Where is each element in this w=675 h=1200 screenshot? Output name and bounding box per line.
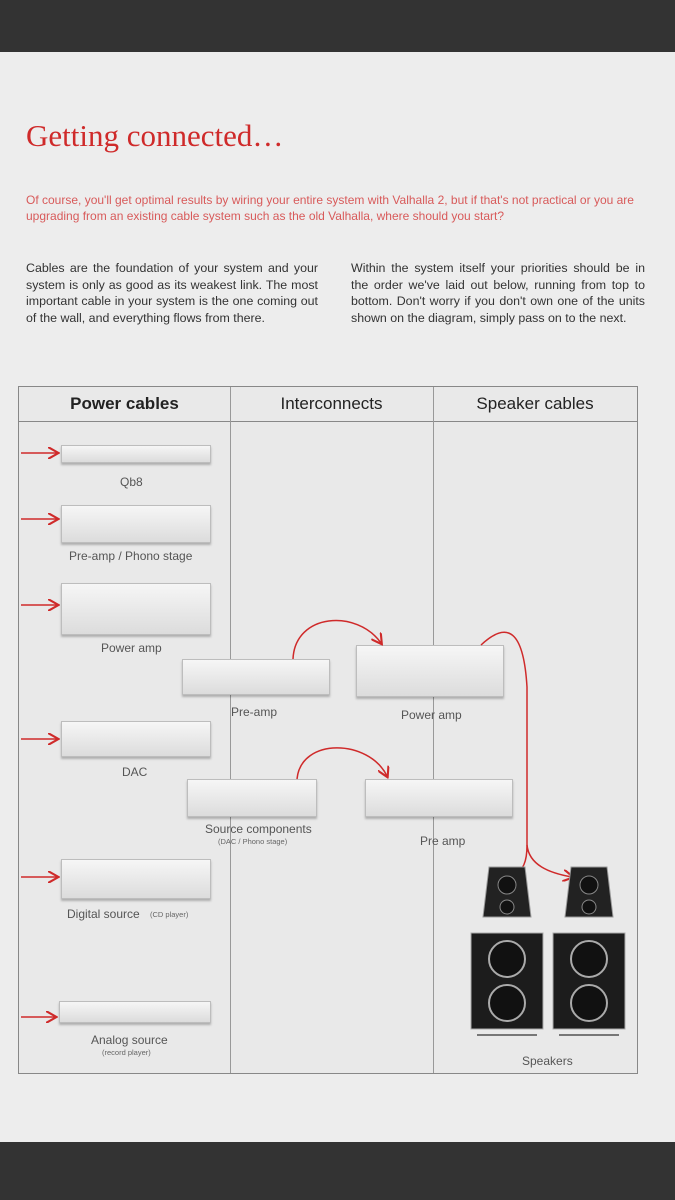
connection-diagram: Power cables Interconnects Speaker cable… bbox=[18, 386, 638, 1074]
bottom-background bbox=[0, 1142, 675, 1200]
top-background bbox=[0, 0, 675, 52]
speaker-cable-left bbox=[481, 632, 527, 880]
page-title: Getting connected… bbox=[26, 118, 283, 154]
body-left-column: Cables are the foundation of your system… bbox=[26, 260, 318, 326]
speaker-cable-right bbox=[527, 845, 572, 877]
interconnect-curve-2 bbox=[297, 748, 387, 779]
speaker-right bbox=[553, 867, 625, 1035]
body-right-column: Within the system itself your priorities… bbox=[351, 260, 645, 326]
intro-text: Of course, you'll get optimal results by… bbox=[26, 192, 646, 224]
diagram-graphics bbox=[19, 387, 637, 1073]
speaker-left bbox=[471, 867, 543, 1035]
interconnect-curve-1 bbox=[293, 621, 381, 659]
